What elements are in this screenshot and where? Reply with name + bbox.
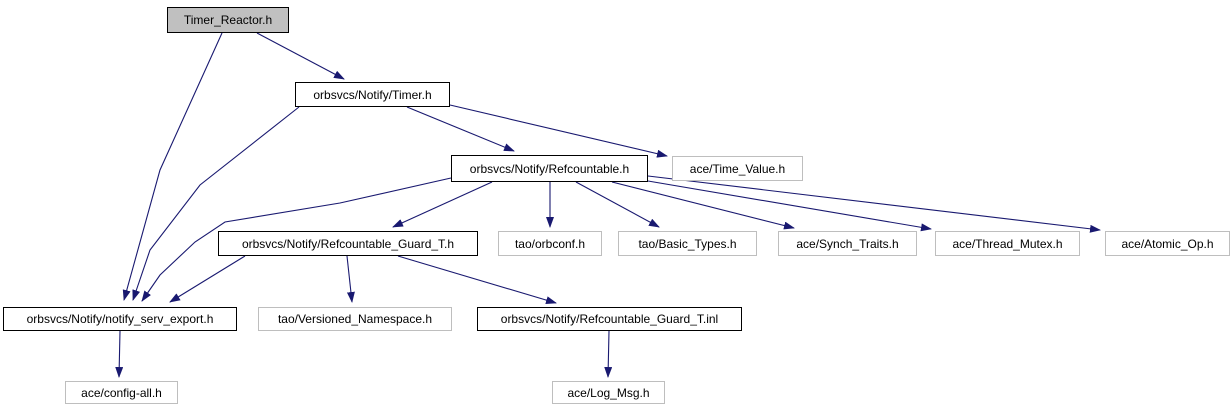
graph-node-log_msg: ace/Log_Msg.h: [552, 381, 665, 404]
graph-node-synch_traits: ace/Synch_Traits.h: [778, 231, 917, 256]
edge-notify_serv_export-to-config_all: [115, 330, 124, 378]
edge-timer_reactor-to-timer: [256, 32, 345, 80]
graph-node-thread_mutex: ace/Thread_Mutex.h: [935, 231, 1080, 256]
edge-refcountable-to-refcountable_guard_h: [392, 181, 493, 228]
edge-timer-to-refcountable: [406, 106, 515, 152]
edge-refcountable-to-notify_serv_export: [141, 177, 452, 302]
edge-timer-to-time_value: [449, 104, 668, 158]
graph-node-notify_serv_export[interactable]: orbsvcs/Notify/notify_serv_export.h: [3, 307, 237, 331]
graph-node-time_value: ace/Time_Value.h: [672, 156, 803, 181]
graph-node-atomic_op: ace/Atomic_Op.h: [1105, 231, 1230, 256]
edge-refcountable_guard_h-to-versioned_namespace: [346, 255, 355, 303]
graph-node-refcountable_guard_inl[interactable]: orbsvcs/Notify/Refcountable_Guard_T.inl: [477, 307, 742, 331]
graph-node-versioned_namespace: tao/Versioned_Namespace.h: [258, 307, 452, 331]
edge-refcountable_guard_h-to-notify_serv_export: [169, 255, 246, 303]
edge-refcountable-to-atomic_op: [647, 175, 1101, 233]
edge-timer_reactor-to-notify_serv_export: [122, 32, 223, 301]
graph-node-refcountable[interactable]: orbsvcs/Notify/Refcountable.h: [451, 155, 648, 182]
edge-timer-to-notify_serv_export: [132, 106, 300, 301]
graph-node-basic_types: tao/Basic_Types.h: [618, 231, 757, 256]
graph-node-config_all: ace/config-all.h: [65, 381, 178, 404]
graph-node-timer_reactor[interactable]: Timer_Reactor.h: [167, 7, 289, 33]
edge-refcountable-to-thread_mutex: [647, 180, 932, 232]
edge-refcountable_guard_h-to-refcountable_guard_inl: [397, 255, 557, 304]
graph-node-timer[interactable]: orbsvcs/Notify/Timer.h: [295, 82, 450, 107]
edge-refcountable-to-synch_traits: [611, 181, 795, 230]
edge-refcountable-to-basic_types: [575, 181, 660, 228]
edge-refcountable_guard_inl-to-log_msg: [604, 330, 613, 378]
graph-node-orbconf: tao/orbconf.h: [498, 231, 602, 256]
graph-node-refcountable_guard_h[interactable]: orbsvcs/Notify/Refcountable_Guard_T.h: [218, 231, 478, 256]
